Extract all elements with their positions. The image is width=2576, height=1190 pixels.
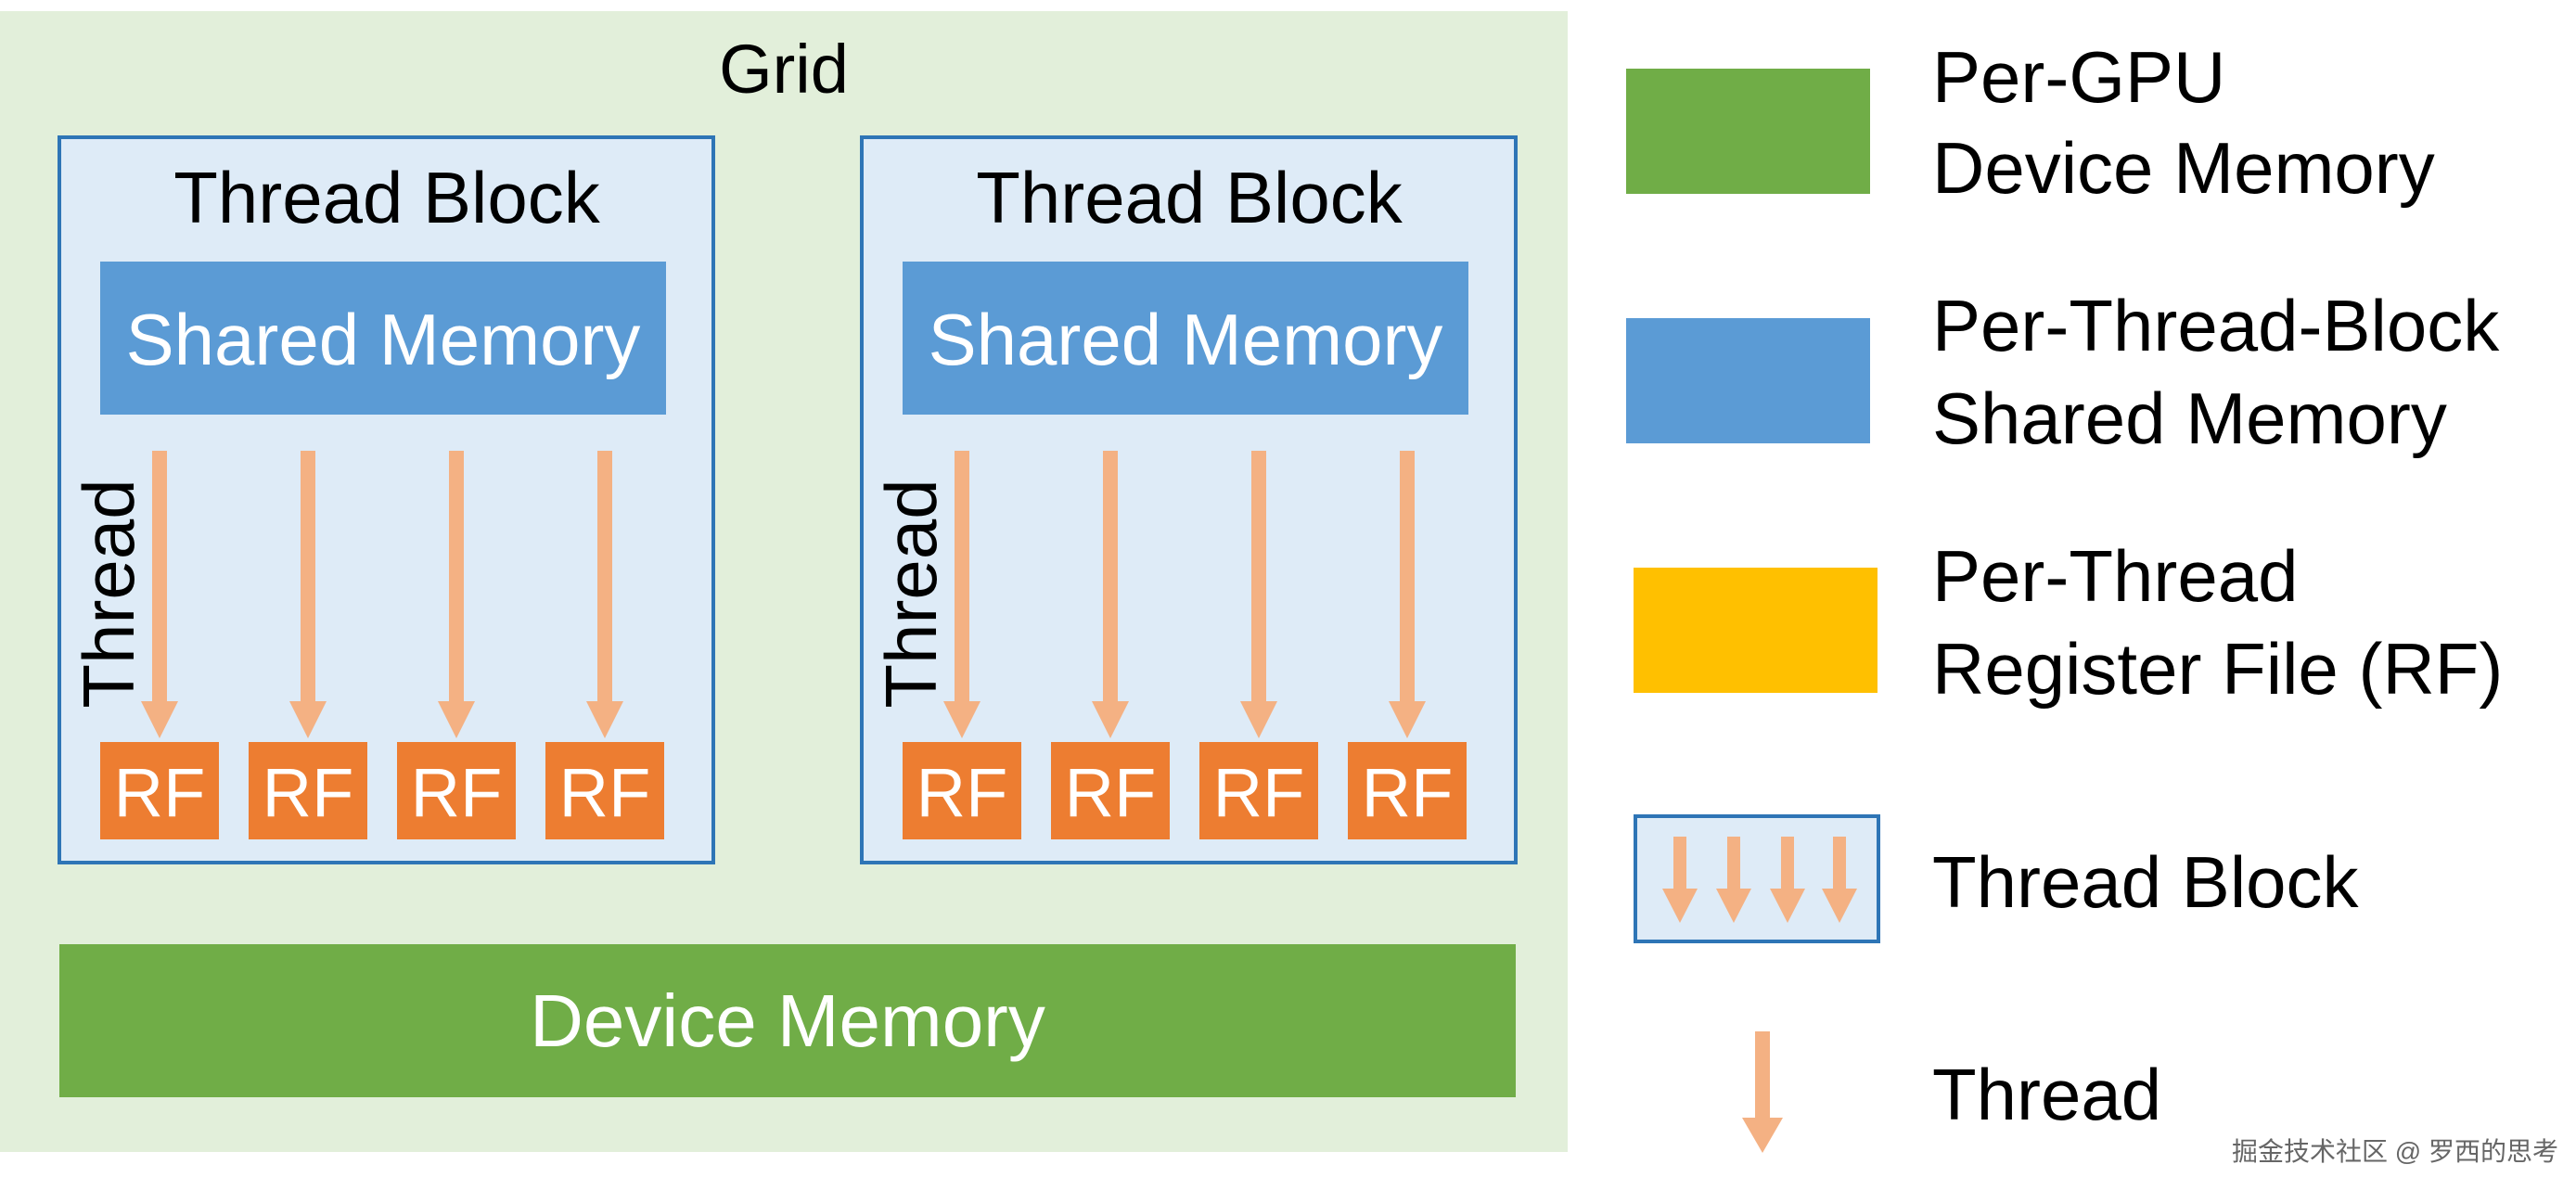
register-file-box <box>1051 742 1170 839</box>
legend-thread-block-label: Thread Block <box>1932 841 2360 923</box>
legend-register-file-swatch <box>1634 568 1878 693</box>
legend-device-memory-swatch <box>1626 69 1870 194</box>
watermark: 掘金技术社区 @ 罗西的思考 <box>2232 1137 2558 1166</box>
register-file-label: RF <box>916 754 1008 831</box>
legend-shared-memory-swatch <box>1626 318 1870 443</box>
legend-register-file-line1: Per-Thread <box>1932 535 2299 617</box>
legend-thread-label: Thread <box>1932 1054 2161 1135</box>
device-memory <box>59 944 1516 1097</box>
thread-axis-label-2: Thread <box>870 479 952 708</box>
register-file-box <box>1348 742 1467 839</box>
shared-memory-1-label: Shared Memory <box>126 299 641 380</box>
thread-block-1: Thread Block Shared Memory Thread RF RF … <box>58 135 715 864</box>
legend-shared-memory-line2: Shared Memory <box>1932 377 2447 459</box>
thread-block-2: Thread Block Shared Memory Thread RF RF … <box>860 135 1518 864</box>
legend-register-file-line2: Register File (RF) <box>1932 628 2503 710</box>
register-file-label: RF <box>1213 754 1305 831</box>
legend-device-memory-line2: Device Memory <box>1932 127 2435 209</box>
register-file-box <box>545 742 664 839</box>
legend-device-memory-line1: Per-GPU <box>1932 36 2225 118</box>
legend-thread-block-arrows <box>1662 837 1857 923</box>
grid-title: Grid <box>719 31 849 108</box>
register-file-label: RF <box>1362 754 1454 831</box>
register-file-label: RF <box>411 754 503 831</box>
register-file-box <box>1199 742 1318 839</box>
register-file-label: RF <box>263 754 354 831</box>
register-file-box <box>249 742 367 839</box>
register-file-label: RF <box>559 754 651 831</box>
device-memory-label: Device Memory <box>530 979 1045 1062</box>
thread-block-1-title: Thread Block <box>173 157 601 238</box>
thread-axis-label-1: Thread <box>68 479 149 708</box>
register-file-box <box>100 742 219 839</box>
legend-shared-memory-line1: Per-Thread-Block <box>1932 285 2500 366</box>
grid: Grid Thread Block Shared Memory Thread R… <box>0 11 1568 1152</box>
shared-memory-2 <box>903 262 1468 415</box>
register-file-label: RF <box>114 754 206 831</box>
shared-memory-2-label: Shared Memory <box>929 299 1443 380</box>
register-file-label: RF <box>1065 754 1157 831</box>
register-file-box <box>397 742 516 839</box>
register-file-box <box>903 742 1021 839</box>
shared-memory-1 <box>100 262 666 415</box>
legend: Per-GPU Device Memory Per-Thread-Block S… <box>1626 36 2503 1153</box>
thread-block-2-title: Thread Block <box>976 157 1403 238</box>
legend-thread-arrow <box>1742 1031 1783 1153</box>
